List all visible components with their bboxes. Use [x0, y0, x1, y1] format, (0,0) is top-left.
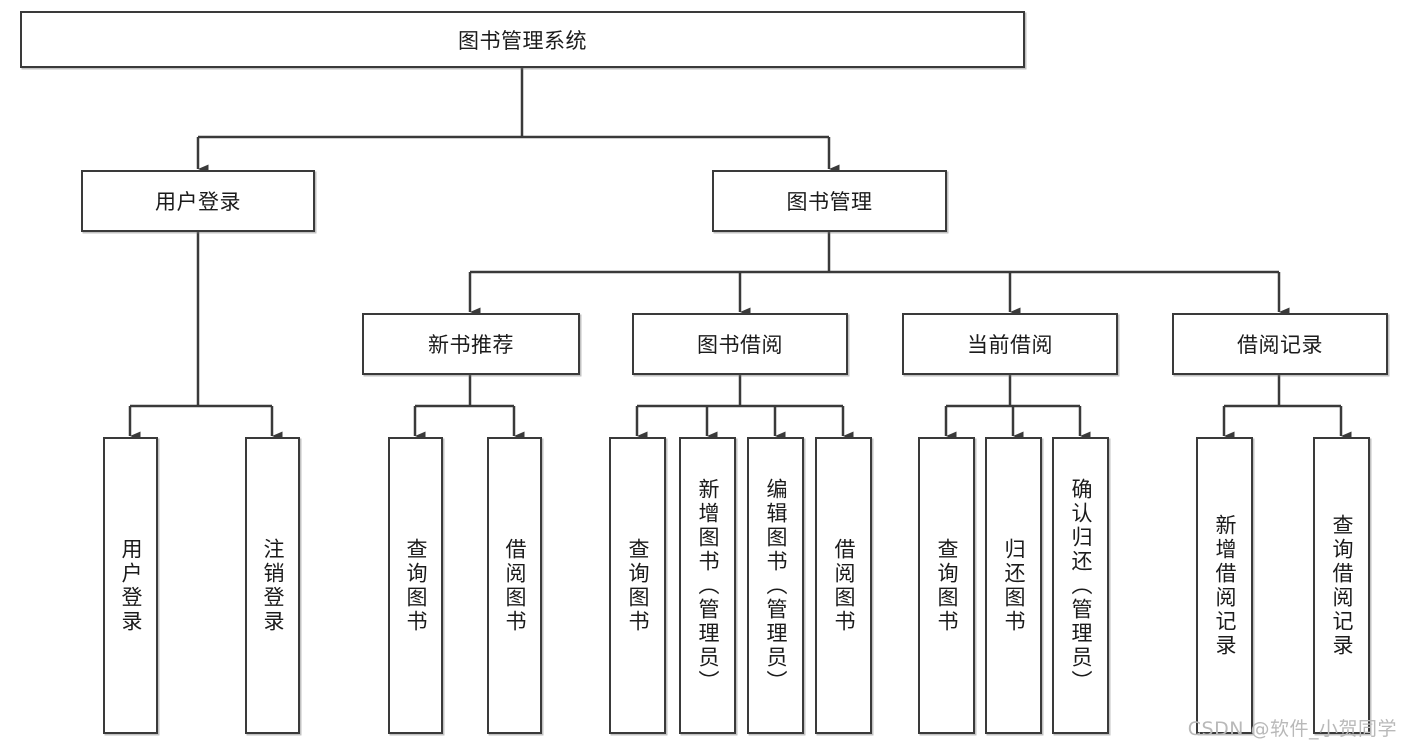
- level3-node-借阅记录-3[interactable]: 借阅记录: [1172, 313, 1388, 375]
- node-label: 当前借阅: [967, 333, 1053, 357]
- leaf-node-查询借阅记录-12[interactable]: 查询借阅记录: [1313, 437, 1370, 734]
- leaf-node-确认归还管理员-10[interactable]: 确认归还（管理员）: [1052, 437, 1109, 734]
- node-label: 图书借阅: [697, 333, 783, 357]
- level3-node-当前借阅-2[interactable]: 当前借阅: [902, 313, 1118, 375]
- leaf-node-查询图书-4[interactable]: 查询图书: [609, 437, 666, 734]
- node-label: 注销登录: [261, 537, 285, 634]
- node-label: 查询图书: [404, 537, 428, 634]
- leaf-node-借阅图书-3[interactable]: 借阅图书: [487, 437, 542, 734]
- node-label: 归还图书: [1002, 537, 1026, 634]
- node-label: 查询图书: [626, 537, 650, 634]
- leaf-node-新增图书管理员-5[interactable]: 新增图书（管理员）: [679, 437, 736, 734]
- node-label: 图书管理系统: [458, 28, 587, 53]
- node-label: 借阅记录: [1237, 333, 1323, 357]
- node-label: 查询借阅记录: [1330, 513, 1354, 658]
- node-label: 新书推荐: [428, 333, 514, 357]
- node-label: 用户登录: [155, 190, 241, 214]
- leaf-node-编辑图书管理员-6[interactable]: 编辑图书（管理员）: [747, 437, 804, 734]
- node-label: 借阅图书: [832, 537, 856, 634]
- node-label: 借阅图书: [503, 537, 527, 634]
- level3-node-新书推荐-0[interactable]: 新书推荐: [362, 313, 580, 375]
- edge-group: [128, 68, 1352, 441]
- node-label: 编辑图书（管理员）: [764, 477, 788, 694]
- node-label: 图书管理: [786, 190, 873, 214]
- leaf-node-查询图书-2[interactable]: 查询图书: [388, 437, 443, 734]
- level2-node-图书管理-1[interactable]: 图书管理: [712, 170, 947, 232]
- leaf-node-查询图书-8[interactable]: 查询图书: [918, 437, 975, 734]
- node-label: 新增借阅记录: [1213, 513, 1237, 658]
- leaf-node-新增借阅记录-11[interactable]: 新增借阅记录: [1196, 437, 1253, 734]
- level3-node-图书借阅-1[interactable]: 图书借阅: [632, 313, 848, 375]
- leaf-node-借阅图书-7[interactable]: 借阅图书: [815, 437, 872, 734]
- leaf-node-用户登录-0[interactable]: 用户登录: [103, 437, 158, 734]
- node-label: 查询图书: [935, 537, 959, 634]
- root-node-图书管理系统[interactable]: 图书管理系统: [20, 11, 1025, 68]
- leaf-node-归还图书-9[interactable]: 归还图书: [985, 437, 1042, 734]
- leaf-node-注销登录-1[interactable]: 注销登录: [245, 437, 300, 734]
- node-label: 用户登录: [119, 537, 143, 634]
- level2-node-用户登录-0[interactable]: 用户登录: [81, 170, 315, 232]
- node-label: 新增图书（管理员）: [696, 477, 720, 694]
- node-label: 确认归还（管理员）: [1069, 477, 1093, 694]
